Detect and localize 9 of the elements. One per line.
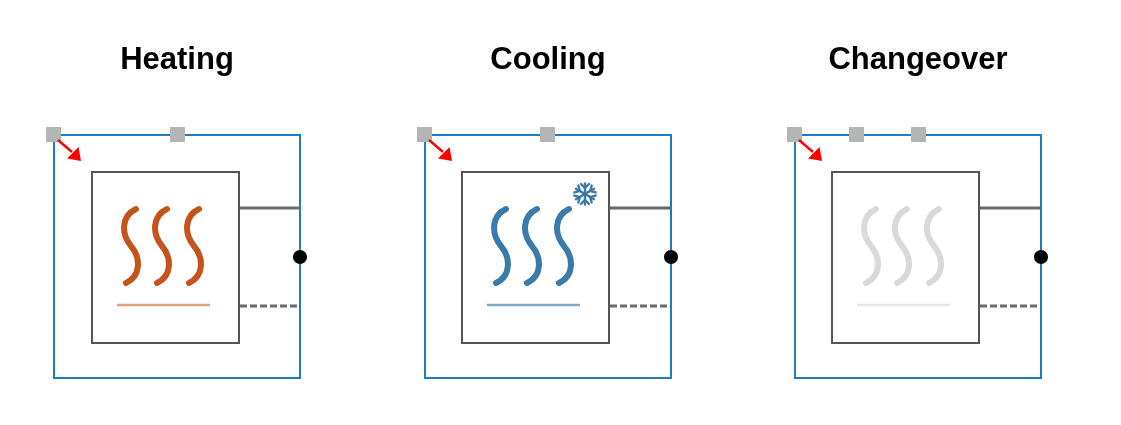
block-box — [461, 171, 610, 344]
block-box — [831, 171, 980, 344]
connector-line — [610, 206, 672, 210]
block-box — [91, 171, 240, 344]
block-title: Heating — [120, 40, 234, 78]
block-title: Cooling — [490, 40, 606, 78]
connector-line — [980, 206, 1042, 210]
block-title: Changeover — [828, 40, 1008, 78]
connector-line — [240, 206, 301, 210]
